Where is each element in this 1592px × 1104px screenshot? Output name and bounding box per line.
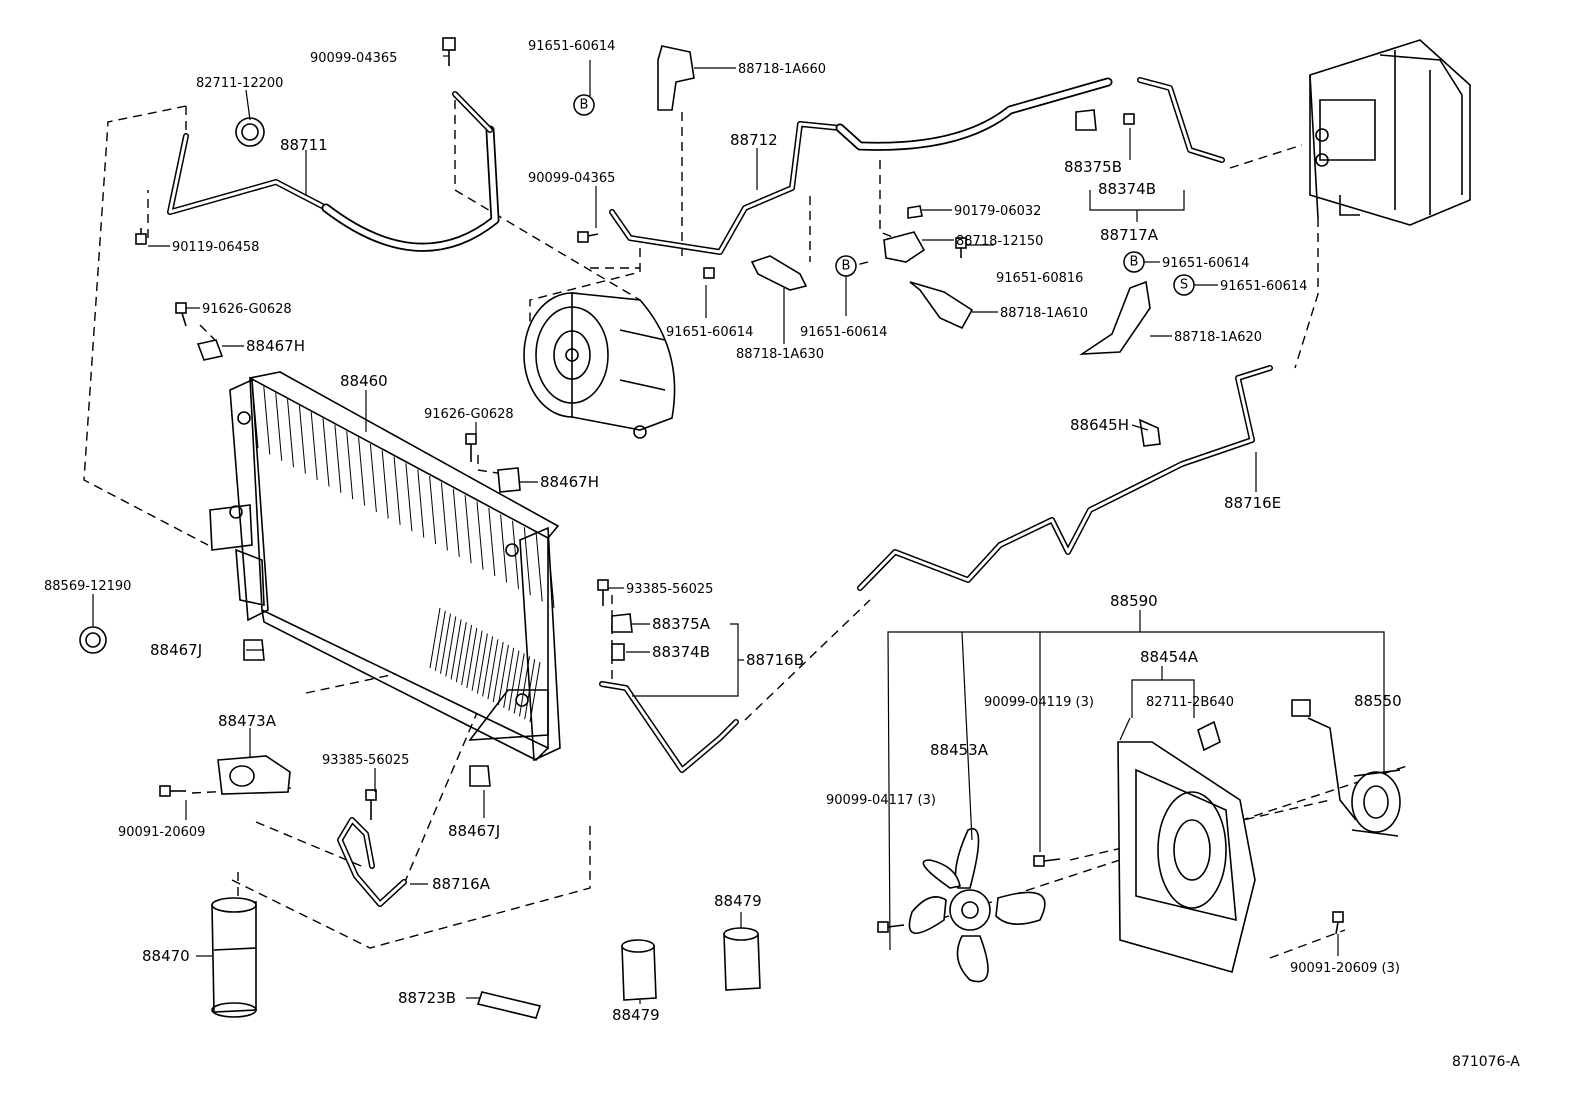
part-label: 88454A <box>1140 648 1199 666</box>
badge-b-top: B <box>573 94 595 116</box>
part-label: 93385-56025 <box>626 582 713 597</box>
part-label: 88712 <box>730 131 778 149</box>
svg-text:B: B <box>580 98 589 113</box>
part-label: 88645H <box>1070 416 1129 434</box>
part-label: 88590 <box>1110 592 1158 610</box>
part-label: 88473A <box>218 712 277 730</box>
part-label: 90119-06458 <box>172 240 259 255</box>
badge-b-mid: B <box>835 255 857 277</box>
part-label: 88460 <box>340 372 388 390</box>
hoses-and-pipes <box>167 77 1357 907</box>
diagram-code: 871076-A <box>1452 1054 1520 1070</box>
part-label: 88569-12190 <box>44 579 131 594</box>
part-label: 90091-20609 <box>118 825 205 840</box>
part-label: 88718-1A660 <box>738 62 826 77</box>
part-label: 91626-G0628 <box>424 407 514 422</box>
part-label: 91626-G0628 <box>202 302 292 317</box>
part-label: 88550 <box>1354 692 1402 710</box>
part-label: 88467H <box>246 337 305 355</box>
part-label: 93385-56025 <box>322 753 409 768</box>
part-label: 88467J <box>448 822 500 840</box>
part-label: 88717A <box>1100 226 1159 244</box>
badge-s-right: S <box>1173 274 1195 296</box>
part-label: 88718-1A620 <box>1174 330 1262 345</box>
part-label: 88718-12150 <box>956 234 1043 249</box>
part-label: 88716E <box>1224 494 1281 512</box>
part-label: 88375A <box>652 615 711 633</box>
part-label: 88479 <box>612 1006 660 1024</box>
part-label: 82711-2B640 <box>1146 695 1234 710</box>
svg-text:B: B <box>842 259 851 274</box>
part-label: 88375B <box>1064 158 1122 176</box>
part-label: 91651-60614 <box>666 325 753 340</box>
part-label: 91651-60614 <box>1162 256 1249 271</box>
evaporator-housing <box>1309 39 1471 226</box>
fan-motor <box>1291 699 1401 837</box>
svg-text:S: S <box>1180 278 1188 293</box>
part-label: 88467H <box>540 473 599 491</box>
part-label: 88718-1A630 <box>736 347 824 362</box>
part-label: 90099-04365 <box>310 51 397 66</box>
part-label: 90099-04365 <box>528 171 615 186</box>
part-label: 88374B <box>1098 180 1156 198</box>
part-label: 91651-60816 <box>996 271 1083 286</box>
part-label: 88470 <box>142 947 190 965</box>
part-label: 91651-60614 <box>528 39 615 54</box>
fan-blade <box>908 827 1046 983</box>
part-label: 91651-60614 <box>1220 279 1307 294</box>
compressor <box>523 292 676 439</box>
part-label: 90091-20609 (3) <box>1290 961 1400 976</box>
small-parts <box>79 37 1344 1019</box>
part-label: 88467J <box>150 641 202 659</box>
part-labels: 90099-04365 82711-12200 88711 90119-0645… <box>44 39 1520 1070</box>
part-label: 88716A <box>432 875 491 893</box>
svg-text:B: B <box>1130 255 1139 270</box>
part-label: 90099-04117 (3) <box>826 793 936 808</box>
part-label: 88453A <box>930 741 989 759</box>
condenser <box>209 371 561 762</box>
part-label: 88723B <box>398 989 456 1007</box>
part-label: 82711-12200 <box>196 76 283 91</box>
badge-b-right: B <box>1123 251 1145 273</box>
part-label: 90099-04119 (3) <box>984 695 1094 710</box>
fan-shroud <box>1117 741 1256 973</box>
part-label: 88718-1A610 <box>1000 306 1088 321</box>
leader-lines <box>92 55 1385 1004</box>
part-label: 88716B <box>746 651 804 669</box>
part-label: 88479 <box>714 892 762 910</box>
part-label: 90179-06032 <box>954 204 1041 219</box>
part-label: 91651-60614 <box>800 325 887 340</box>
part-label: 88711 <box>280 136 328 154</box>
part-label: 88374B <box>652 643 710 661</box>
